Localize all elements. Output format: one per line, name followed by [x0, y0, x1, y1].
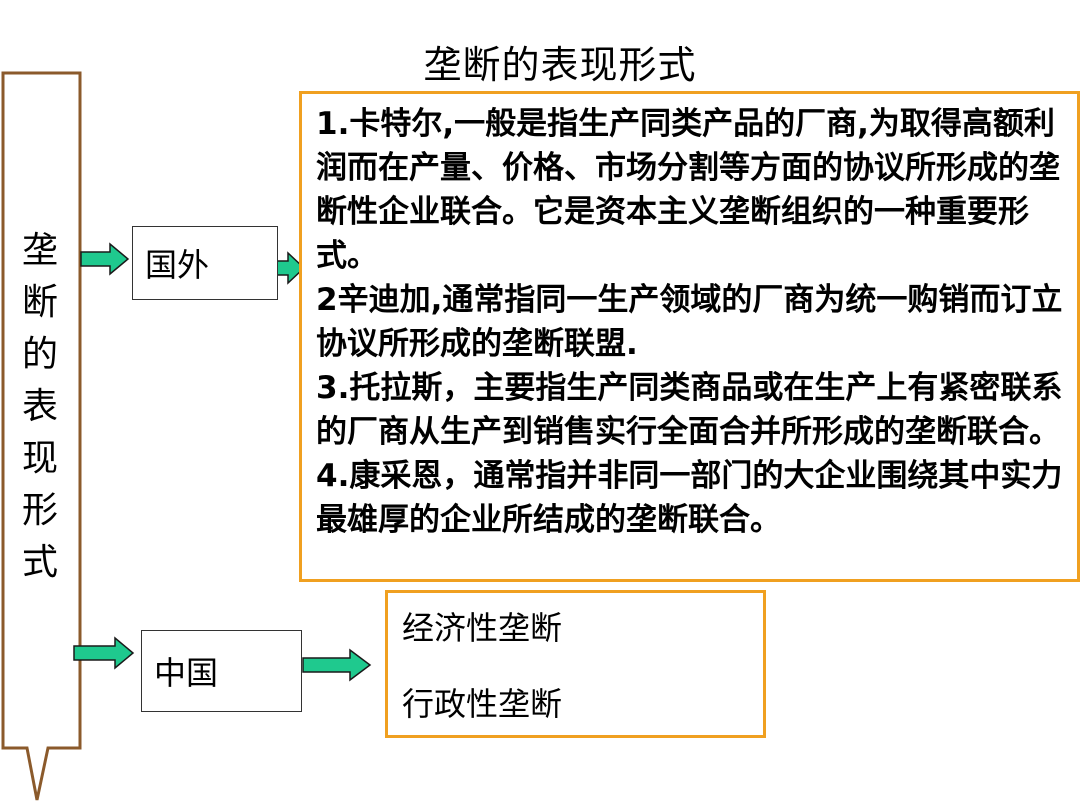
foreign-label: 国外 — [145, 246, 210, 284]
arrow-to-china-detail-icon — [302, 648, 372, 682]
china-box: 中国 — [141, 630, 302, 712]
page-title: 垄断的表现形式 — [423, 43, 697, 87]
china-label: 中国 — [154, 654, 219, 692]
foreign-box: 国外 — [132, 226, 278, 300]
arrow-to-foreign-icon — [80, 242, 130, 276]
china-item-economic: 经济性垄断 — [402, 609, 563, 647]
foreign-detail-box: 1.卡特尔,一般是指生产同类产品的厂商,为取得高额利润而在产量、价格、市场分割等… — [299, 91, 1080, 582]
china-detail-box: 经济性垄断 行政性垄断 — [385, 590, 766, 738]
china-item-administrative: 行政性垄断 — [402, 685, 563, 723]
side-callout — [1, 71, 82, 801]
arrow-to-china-icon — [73, 636, 135, 670]
side-label: 垄 断 的 表 现 形 式 — [21, 230, 58, 583]
